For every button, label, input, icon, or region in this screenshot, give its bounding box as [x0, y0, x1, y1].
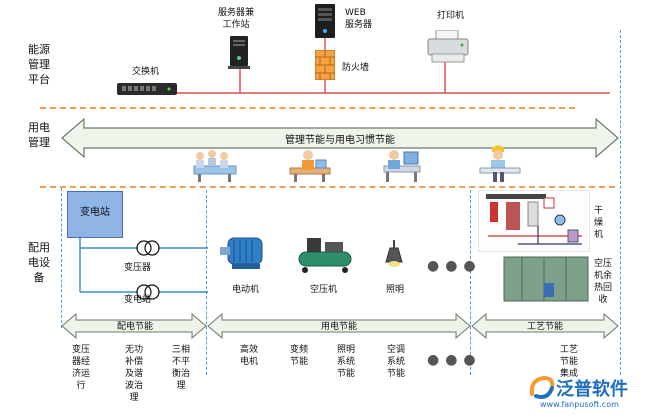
measure-three-phase-balance: 三相 不平 衡治 理 — [172, 345, 191, 391]
engineer-icon — [479, 145, 521, 182]
operator-computer-icon — [383, 150, 421, 182]
web-server-label: WEB 服务器 — [345, 8, 373, 30]
substation-box-label: 变电站 — [80, 207, 110, 218]
lighting-icon — [385, 240, 403, 267]
network-diagram — [120, 38, 610, 94]
divider-right — [620, 30, 621, 375]
usage-management-arrow-label: 管理节能与用电习惯节能 — [285, 135, 395, 146]
measure-process-integration: 工艺 节能 集成 — [560, 345, 579, 379]
switch-label: 交换机 — [132, 67, 160, 77]
substation-box — [67, 191, 123, 238]
measure-efficient-motor: 高效 电机 — [240, 345, 259, 367]
divider-distribution-usage — [206, 190, 207, 375]
bottom-arrows — [61, 312, 619, 340]
measure-lighting-saving: 照明 系统 节能 — [337, 345, 356, 379]
air-compressor-icon — [298, 238, 352, 273]
row-label-power-management: 用电 管理 — [28, 121, 50, 149]
measure-reactive-compensation: 无功 补偿 及谐 波治 理 — [125, 345, 144, 403]
server-workstation-label: 服务器兼 工作站 — [218, 8, 255, 30]
measure-transformer-economic: 变压 器经 济运 行 — [72, 345, 91, 391]
transformer-icon-2 — [136, 284, 160, 300]
process-saving-label: 工艺节能 — [526, 322, 563, 332]
lighting-label: 照明 — [386, 285, 405, 295]
worker-desk-icon — [289, 150, 331, 182]
usage-saving-arrow — [207, 312, 471, 340]
process-saving-arrow — [471, 312, 619, 340]
firewall-icon — [315, 50, 335, 80]
distribution-saving-label: 配电节能 — [116, 322, 153, 332]
measure-hvac-saving: 空调 系统 节能 — [387, 345, 406, 379]
distribution-saving-arrow — [61, 312, 207, 340]
air-compressor-label: 空压机 — [310, 285, 338, 295]
fanpu-logo-icon — [529, 375, 555, 399]
motor-icon — [220, 237, 263, 269]
transformer-icon-1 — [136, 240, 160, 256]
measure-vfd-saving: 变频 节能 — [290, 345, 309, 367]
separator-top — [40, 107, 575, 109]
more-devices-ellipsis: ●●● — [427, 258, 482, 274]
heat-recovery-label: 空压 机余 热回 收 — [594, 259, 613, 305]
printer-icon — [427, 30, 469, 63]
transformer-label: 变压器 — [124, 263, 152, 273]
dryer-label: 干 燥 机 — [594, 206, 604, 240]
printer-label: 打印机 — [437, 11, 465, 21]
logo-url: www.fanpusoft.com — [540, 400, 619, 409]
more-measures-ellipsis: ●●● — [427, 352, 482, 368]
process-flow-diagram — [478, 190, 590, 252]
divider-usage-process — [470, 190, 471, 375]
web-server-icon — [315, 4, 335, 38]
usage-management-arrow — [61, 117, 619, 159]
separator-middle — [40, 186, 615, 188]
heat-recovery-unit-icon — [503, 256, 589, 302]
workstation-icon — [228, 36, 250, 69]
motor-label: 电动机 — [232, 285, 260, 295]
logo-name: 泛普软件 — [556, 379, 628, 400]
firewall-label: 防火墙 — [342, 63, 370, 73]
meeting-people-icon — [193, 150, 237, 182]
row-label-energy-platform: 能源 管理 平台 — [28, 43, 50, 86]
usage-saving-label: 用电节能 — [320, 322, 357, 332]
divider-left — [61, 188, 62, 328]
row-label-distribution-equipment: 配用 电设 备 — [28, 241, 50, 284]
substation-wiring — [79, 236, 208, 300]
switch-icon — [117, 83, 177, 95]
substation-label: 变电站 — [124, 295, 152, 305]
